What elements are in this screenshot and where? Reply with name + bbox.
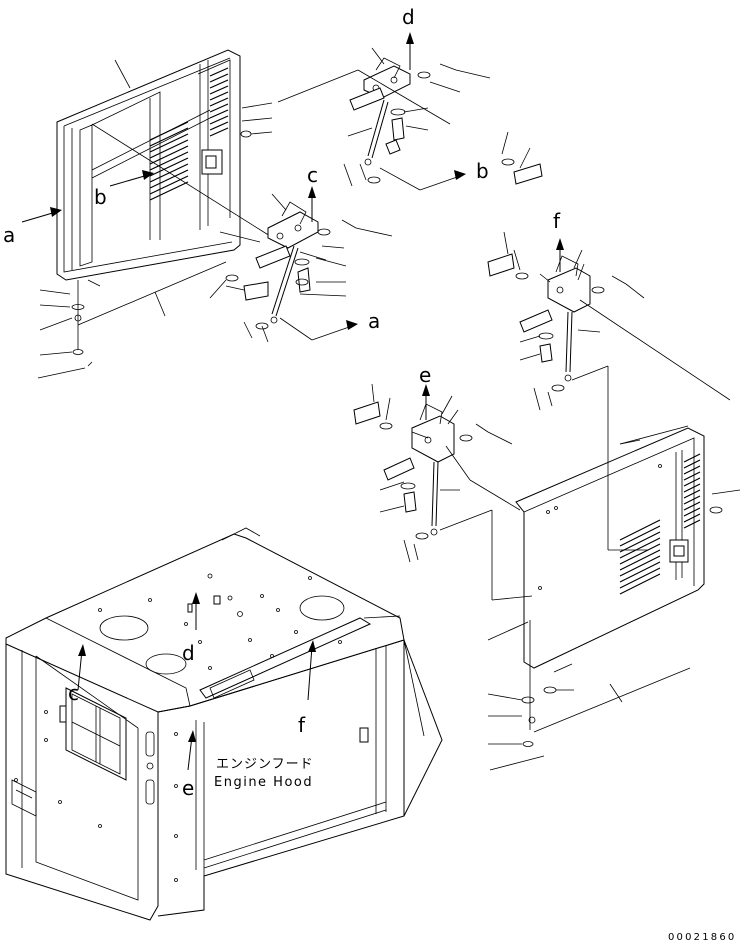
label-a-arrow: a bbox=[368, 309, 380, 333]
leader-lines-hinge-e bbox=[371, 383, 533, 601]
arrow-c-body: c bbox=[68, 644, 86, 705]
arrow-e-top: e bbox=[419, 363, 431, 420]
arrow-d-top: d bbox=[402, 5, 415, 70]
arrow-f-body: f bbox=[298, 640, 316, 737]
hinge-assembly-f bbox=[487, 253, 605, 392]
hinge-assembly-c bbox=[225, 201, 393, 330]
label-d-body: d bbox=[182, 641, 195, 665]
leader-lines-hinge-f bbox=[503, 231, 731, 551]
label-e-top: e bbox=[419, 363, 431, 387]
arrow-b-right: b bbox=[419, 159, 489, 191]
label-c-body: c bbox=[68, 681, 79, 705]
caption-english: Engine Hood bbox=[214, 775, 313, 790]
right-louver-grille bbox=[619, 453, 701, 595]
bolt-washer-d bbox=[501, 131, 543, 185]
label-b-left: b bbox=[94, 185, 107, 209]
engine-hood-body bbox=[5, 527, 443, 921]
louver-grille bbox=[149, 67, 229, 201]
arrow-a-right: a bbox=[311, 309, 380, 341]
hood-front-window bbox=[65, 687, 127, 781]
drawing-number: 00021860 bbox=[668, 932, 737, 943]
arrow-c-top: c bbox=[307, 163, 318, 222]
hinge-assembly-d bbox=[349, 57, 431, 184]
label-e-body: e bbox=[182, 776, 194, 800]
arrow-d-body: d bbox=[182, 592, 200, 665]
leader-lines-left-door bbox=[37, 59, 273, 379]
label-f-body: f bbox=[298, 713, 306, 737]
leader-lines-hinge-d bbox=[277, 47, 491, 191]
arrow-e-body: e bbox=[182, 730, 196, 800]
arrow-f-top: f bbox=[553, 209, 564, 272]
caption-japanese: エンジンフード bbox=[216, 757, 314, 772]
label-a-left: a bbox=[3, 223, 15, 247]
arrow-b-left: b bbox=[94, 170, 154, 209]
label-d-top: d bbox=[402, 5, 415, 29]
leader-lines-right-door bbox=[487, 621, 623, 771]
label-f-top: f bbox=[553, 209, 561, 233]
arrow-a-left: a bbox=[3, 207, 62, 247]
right-door-panel bbox=[515, 425, 741, 747]
label-c-top: c bbox=[307, 163, 318, 187]
label-b-arrow: b bbox=[476, 159, 489, 183]
left-door-panel bbox=[56, 49, 241, 355]
hinge-assembly-e bbox=[353, 401, 473, 540]
leader-lines-hinge-c bbox=[209, 193, 347, 343]
